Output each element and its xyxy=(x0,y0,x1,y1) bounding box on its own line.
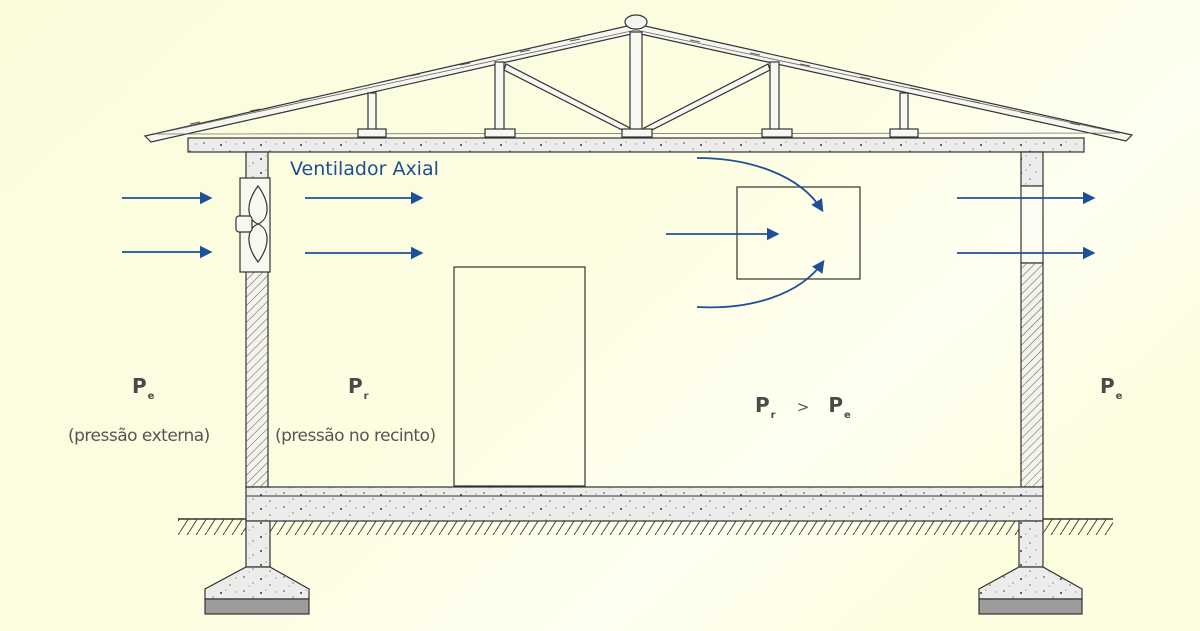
left-exterior-description: (pressão externa) xyxy=(68,426,210,446)
roof-truss xyxy=(357,31,919,138)
ceiling-slab xyxy=(187,137,1085,153)
pressure-symbol: P xyxy=(348,374,363,398)
interior-description: (pressão no recinto) xyxy=(275,426,436,446)
left-exterior-pressure: Pe xyxy=(132,374,154,402)
ridge-cap xyxy=(624,14,648,30)
floor-slab xyxy=(245,486,1044,522)
roof-tiles xyxy=(189,38,1081,126)
comparison-right-symbol: P xyxy=(828,393,844,417)
comparison-right-subscript: e xyxy=(844,410,851,421)
pressure-symbol: P xyxy=(132,374,147,398)
comparison-left-subscript: r xyxy=(770,410,776,421)
right-foundation xyxy=(978,520,1083,615)
comparison-left-symbol: P xyxy=(755,393,770,417)
comparison-operator: > xyxy=(796,398,810,416)
pressure-subscript: e xyxy=(147,391,155,402)
interior-window xyxy=(736,186,861,280)
right-wall xyxy=(1020,151,1044,488)
pressure-subscript: e xyxy=(1115,391,1123,402)
curved-arrow-bottom xyxy=(696,259,825,309)
pressure-comparison: Pr > Pe xyxy=(755,393,851,421)
right-exterior-pressure: Pe xyxy=(1100,374,1122,402)
interior-pressure: Pr xyxy=(348,374,369,402)
axial-fan-icon xyxy=(235,177,271,273)
pressure-symbol: P xyxy=(1100,374,1115,398)
door xyxy=(453,266,586,487)
airflow-arrows xyxy=(122,157,1096,309)
curved-arrow-top xyxy=(696,157,824,213)
left-foundation xyxy=(204,520,310,615)
fan-label: Ventilador Axial xyxy=(290,158,439,180)
pressure-subscript: r xyxy=(363,391,369,402)
